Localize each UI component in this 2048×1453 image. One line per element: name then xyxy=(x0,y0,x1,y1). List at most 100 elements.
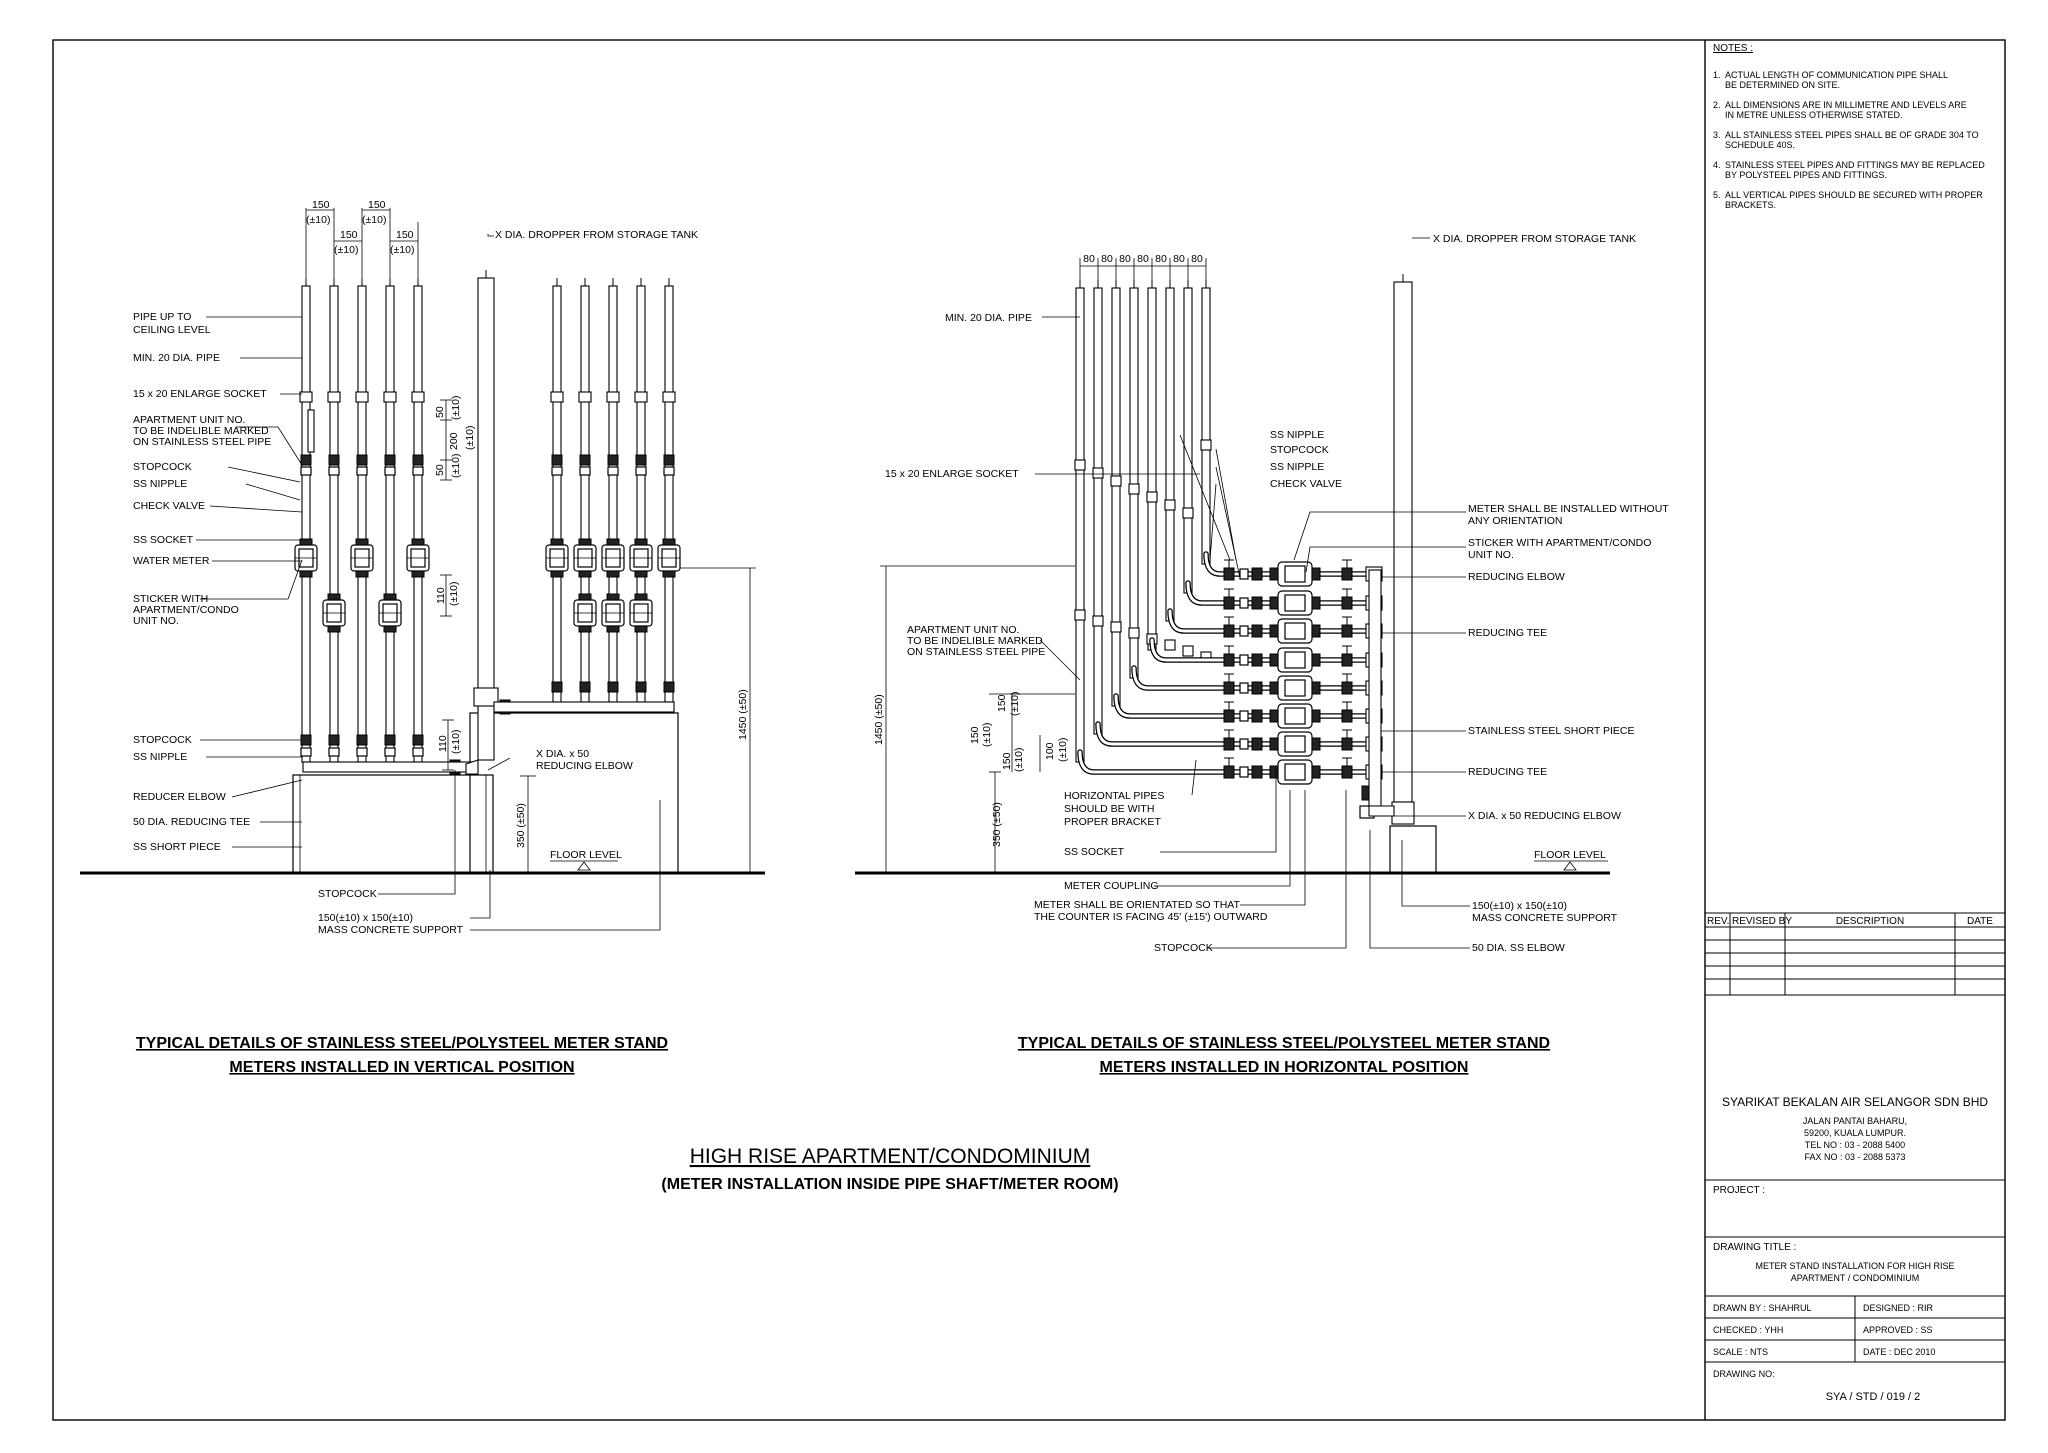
nipple xyxy=(412,466,424,476)
stopcock-icon xyxy=(579,454,591,466)
stopcock-icon xyxy=(635,681,647,693)
label-pipe-up: PIPE UP TO xyxy=(133,311,191,323)
socket xyxy=(1092,467,1104,479)
stopcock-icon xyxy=(1223,709,1235,723)
vertical-pipe xyxy=(552,285,562,703)
scale: SCALE : NTS xyxy=(1713,1347,1768,1357)
check-valve-icon xyxy=(1251,653,1263,667)
label-check-valve: CHECK VALVE xyxy=(133,500,205,512)
nipple xyxy=(356,747,368,757)
label-apartment-unit: APARTMENT UNIT NO. xyxy=(907,624,1019,636)
note-number: 3. xyxy=(1713,130,1721,140)
stopcock-icon xyxy=(328,734,340,746)
dim-350: 350 (±50) xyxy=(515,803,527,848)
label-ss-socket: SS SOCKET xyxy=(133,534,194,546)
nipple xyxy=(635,466,647,476)
stopcock-icon xyxy=(328,454,340,466)
note-number: 4. xyxy=(1713,160,1721,170)
socket xyxy=(1164,499,1176,511)
header-pipe xyxy=(302,761,474,773)
label-apartment-unit: APARTMENT UNIT NO. xyxy=(133,414,245,426)
socket xyxy=(355,391,369,403)
notes-heading: NOTES : xyxy=(1713,43,1753,54)
vertical-pipe xyxy=(413,285,423,763)
drawing-title: APARTMENT / CONDOMINIUM xyxy=(1791,1273,1920,1283)
label-ss-short-piece: STAINLESS STEEL SHORT PIECE xyxy=(1468,725,1635,737)
dropper-pipe xyxy=(1393,281,1413,803)
drawing-number: SYA / STD / 019 / 2 xyxy=(1826,1391,1921,1403)
socket xyxy=(1128,627,1140,639)
stopcock-icon xyxy=(384,454,396,466)
note-text: BRACKETS. xyxy=(1725,200,1776,210)
note-number: 1. xyxy=(1713,70,1721,80)
stopcock-icon xyxy=(551,454,563,466)
label-reducer-elbow: REDUCER ELBOW xyxy=(133,791,226,803)
label-mass-concrete: MASS CONCRETE SUPPORT xyxy=(318,924,464,936)
note-text: BE DETERMINED ON SITE. xyxy=(1725,80,1840,90)
project-label: PROJECT : xyxy=(1713,1185,1765,1196)
dim-tolerance: (±10) xyxy=(1013,748,1025,772)
stopcock-icon xyxy=(1341,681,1353,695)
check-valve-icon xyxy=(1251,765,1263,779)
note-text: ACTUAL LENGTH OF COMMUNICATION PIPE SHAL… xyxy=(1725,70,1948,80)
dim-tolerance: (±10) xyxy=(981,723,993,747)
vertical-pipe xyxy=(1165,287,1175,622)
stopcock-icon xyxy=(1341,596,1353,610)
socket xyxy=(606,391,620,403)
checked-by: CHECKED : YHH xyxy=(1713,1325,1783,1335)
dim-150: 150 xyxy=(996,694,1008,712)
label-mass-concrete: 150(±10) x 150(±10) xyxy=(1472,900,1567,912)
nipple xyxy=(579,466,591,476)
stopcock-icon xyxy=(663,454,675,466)
stopcock-icon xyxy=(635,454,647,466)
socket xyxy=(1092,615,1104,627)
drawing-title: METER STAND INSTALLATION FOR HIGH RISE xyxy=(1755,1261,1954,1271)
stopcock-icon xyxy=(607,454,619,466)
label-enlarge-socket: 15 x 20 ENLARGE SOCKET xyxy=(133,388,267,400)
label-reducing-elbow: REDUCING ELBOW xyxy=(1468,571,1565,583)
company-address: 59200, KUALA LUMPUR. xyxy=(1804,1128,1906,1138)
label-min-pipe: MIN. 20 DIA. PIPE xyxy=(133,352,220,364)
stopcock-icon xyxy=(300,454,312,466)
vertical-pipe xyxy=(1201,287,1211,565)
note-text: ALL VERTICAL PIPES SHOULD BE SECURED WIT… xyxy=(1725,190,1983,200)
nipple xyxy=(551,466,563,476)
label-floor-level: FLOOR LEVEL xyxy=(550,849,622,861)
dim-150: 150 xyxy=(312,199,330,211)
vertical-view-title: TYPICAL DETAILS OF STAINLESS STEEL/POLYS… xyxy=(136,1035,668,1052)
dim-1450: 1450 (±50) xyxy=(873,694,885,745)
socket xyxy=(1182,645,1194,657)
label-horizontal-pipes: SHOULD BE WITH xyxy=(1064,803,1154,815)
nipple xyxy=(412,747,424,757)
label-sticker: STICKER WITH APARTMENT/CONDO xyxy=(1468,537,1651,549)
vertical-pipe xyxy=(1111,287,1121,707)
vertical-view-subtitle: METERS INSTALLED IN VERTICAL POSITION xyxy=(229,1059,574,1076)
check-valve-icon xyxy=(1251,624,1263,638)
stopcock-icon xyxy=(607,681,619,693)
nipple xyxy=(607,466,619,476)
header-pipe xyxy=(493,701,675,713)
stopcock-icon xyxy=(1341,765,1353,779)
designed-by: DESIGNED : RIR xyxy=(1863,1303,1934,1313)
dim-80: 80 xyxy=(1173,253,1185,265)
description-col-header: DESCRIPTION xyxy=(1836,916,1904,927)
dim-50: 50 xyxy=(434,464,446,476)
nipple xyxy=(663,466,675,476)
stopcock-icon xyxy=(1223,567,1235,581)
stopcock-icon xyxy=(356,734,368,746)
check-valve-icon xyxy=(1251,596,1263,610)
nipple xyxy=(300,466,312,476)
vertical-pipe xyxy=(1075,287,1085,763)
vertical-pipe xyxy=(1147,287,1157,651)
label-stopcock: STOPCOCK xyxy=(133,461,192,473)
check-valve-icon xyxy=(1251,681,1263,695)
company-address: JALAN PANTAI BAHARU, xyxy=(1803,1116,1907,1126)
revision-table xyxy=(1704,912,2006,996)
socket xyxy=(1164,639,1176,651)
dim-80: 80 xyxy=(1137,253,1149,265)
company-tel: TEL NO : 03 - 2088 5400 xyxy=(1805,1140,1905,1150)
level-marker-icon xyxy=(577,861,591,871)
socket xyxy=(1128,483,1140,495)
dim-tolerance: (±10) xyxy=(334,244,358,256)
dim-150: 150 xyxy=(368,199,386,211)
